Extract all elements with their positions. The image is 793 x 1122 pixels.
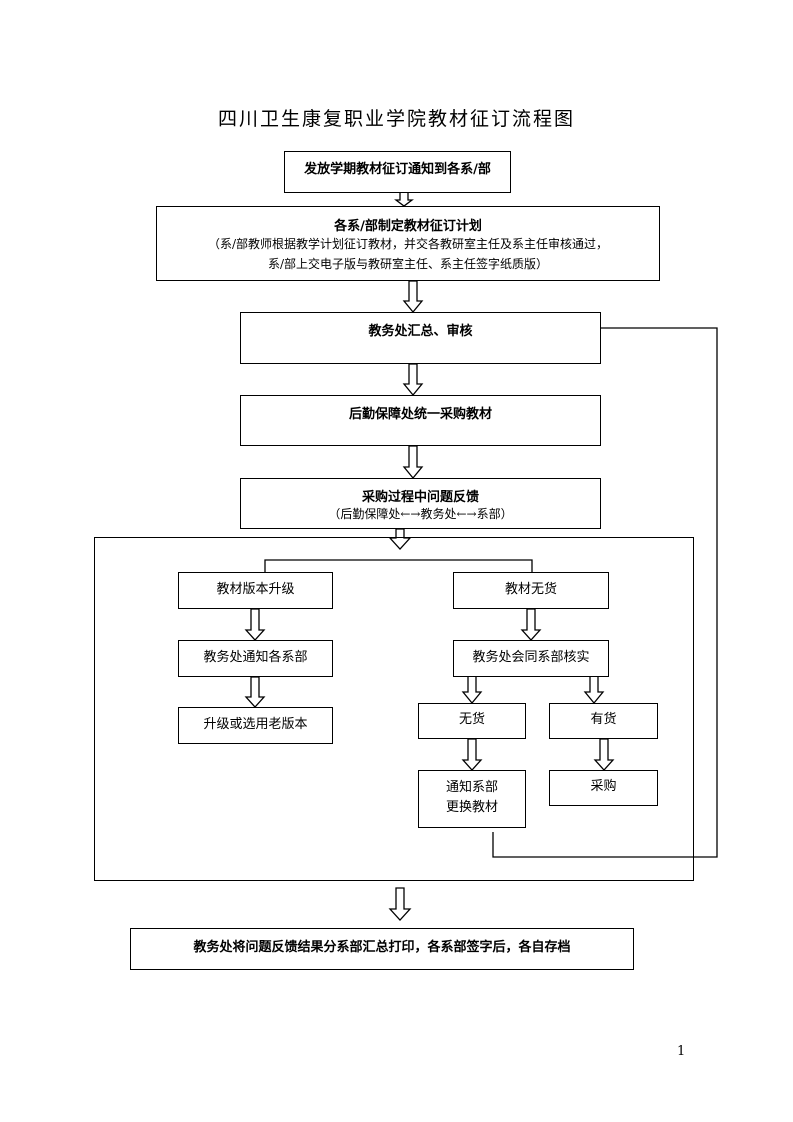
step-procure-text: 后勤保障处统一采购教材 xyxy=(348,407,492,422)
left-notify-box: 教务处通知各系部 xyxy=(178,640,333,677)
right-instock-box: 有货 xyxy=(549,703,658,739)
right-notify-change-box: 通知系部 更换教材 xyxy=(418,770,526,828)
page-number: 1 xyxy=(677,1044,686,1059)
right-outofstock-text: 教材无货 xyxy=(504,582,557,597)
arrow-left-1 xyxy=(244,608,266,641)
arrow-nostock-notify xyxy=(461,738,483,771)
right-notify-change-line2: 更换教材 xyxy=(445,800,498,815)
right-purchase-box: 采购 xyxy=(549,770,658,806)
step-feedback-box: 采购过程中问题反馈 （后勤保障处←→教务处←→系部） xyxy=(240,478,601,529)
left-upgrade-box: 教材版本升级 xyxy=(178,572,333,609)
right-outofstock-box: 教材无货 xyxy=(453,572,609,609)
arrow-s2-s3 xyxy=(402,280,424,314)
step-plan-box: 各系/部制定教材征订计划 （系/部教师根据教学计划征订教材，并交各教研室主任及系… xyxy=(156,206,660,281)
branch-container xyxy=(94,537,694,881)
feedback-loop xyxy=(492,327,718,858)
left-upgrade-text: 教材版本升级 xyxy=(216,582,295,597)
left-choose-box: 升级或选用老版本 xyxy=(178,707,333,744)
step-procure-box: 后勤保障处统一采购教材 xyxy=(240,395,601,446)
arrow-to-final xyxy=(388,887,412,921)
step-notice-box: 发放学期教材征订通知到各系/部 xyxy=(284,151,511,193)
step-plan-note-1: （系/部教师根据教学计划征订教材，并交各教研室主任及系主任审核通过， xyxy=(207,237,609,251)
left-choose-text: 升级或选用老版本 xyxy=(203,717,308,732)
step-plan-title: 各系/部制定教材征订计划 xyxy=(334,219,482,234)
right-notify-change-line1: 通知系部 xyxy=(445,780,498,795)
step-review-box: 教务处汇总、审核 xyxy=(240,312,601,364)
step-archive-box: 教务处将问题反馈结果分系部汇总打印，各系部签字后，各自存档 xyxy=(130,928,634,970)
arrow-s4-s5 xyxy=(402,445,424,480)
arrow-right-1 xyxy=(520,608,542,641)
right-purchase-text: 采购 xyxy=(590,779,617,794)
step-review-text: 教务处汇总、审核 xyxy=(368,324,473,339)
right-nostock-box: 无货 xyxy=(418,703,526,739)
arrow-instock-purchase xyxy=(593,738,615,771)
arrow-s5-split xyxy=(388,528,412,550)
split-bracket xyxy=(264,559,533,572)
step-feedback-note: （后勤保障处←→教务处←→系部） xyxy=(328,507,513,521)
right-verify-text: 教务处会同系部核实 xyxy=(472,650,590,665)
arrow-s1-s2 xyxy=(394,191,414,207)
step-plan-note-2: 系/部上交电子版与教研室主任、系主任签字纸质版） xyxy=(267,257,549,271)
right-instock-text: 有货 xyxy=(590,712,617,727)
step-archive-text: 教务处将问题反馈结果分系部汇总打印，各系部签字后，各自存档 xyxy=(193,940,571,955)
right-verify-box: 教务处会同系部核实 xyxy=(453,640,609,677)
arrow-left-2 xyxy=(244,676,266,708)
right-nostock-text: 无货 xyxy=(458,712,485,727)
step-feedback-title: 采购过程中问题反馈 xyxy=(361,490,479,505)
step-notice-text: 发放学期教材征订通知到各系/部 xyxy=(304,162,491,177)
left-notify-text: 教务处通知各系部 xyxy=(203,650,308,665)
arrow-s3-s4 xyxy=(402,363,424,397)
page-title: 四川卫生康复职业学院教材征订流程图 xyxy=(217,108,575,130)
